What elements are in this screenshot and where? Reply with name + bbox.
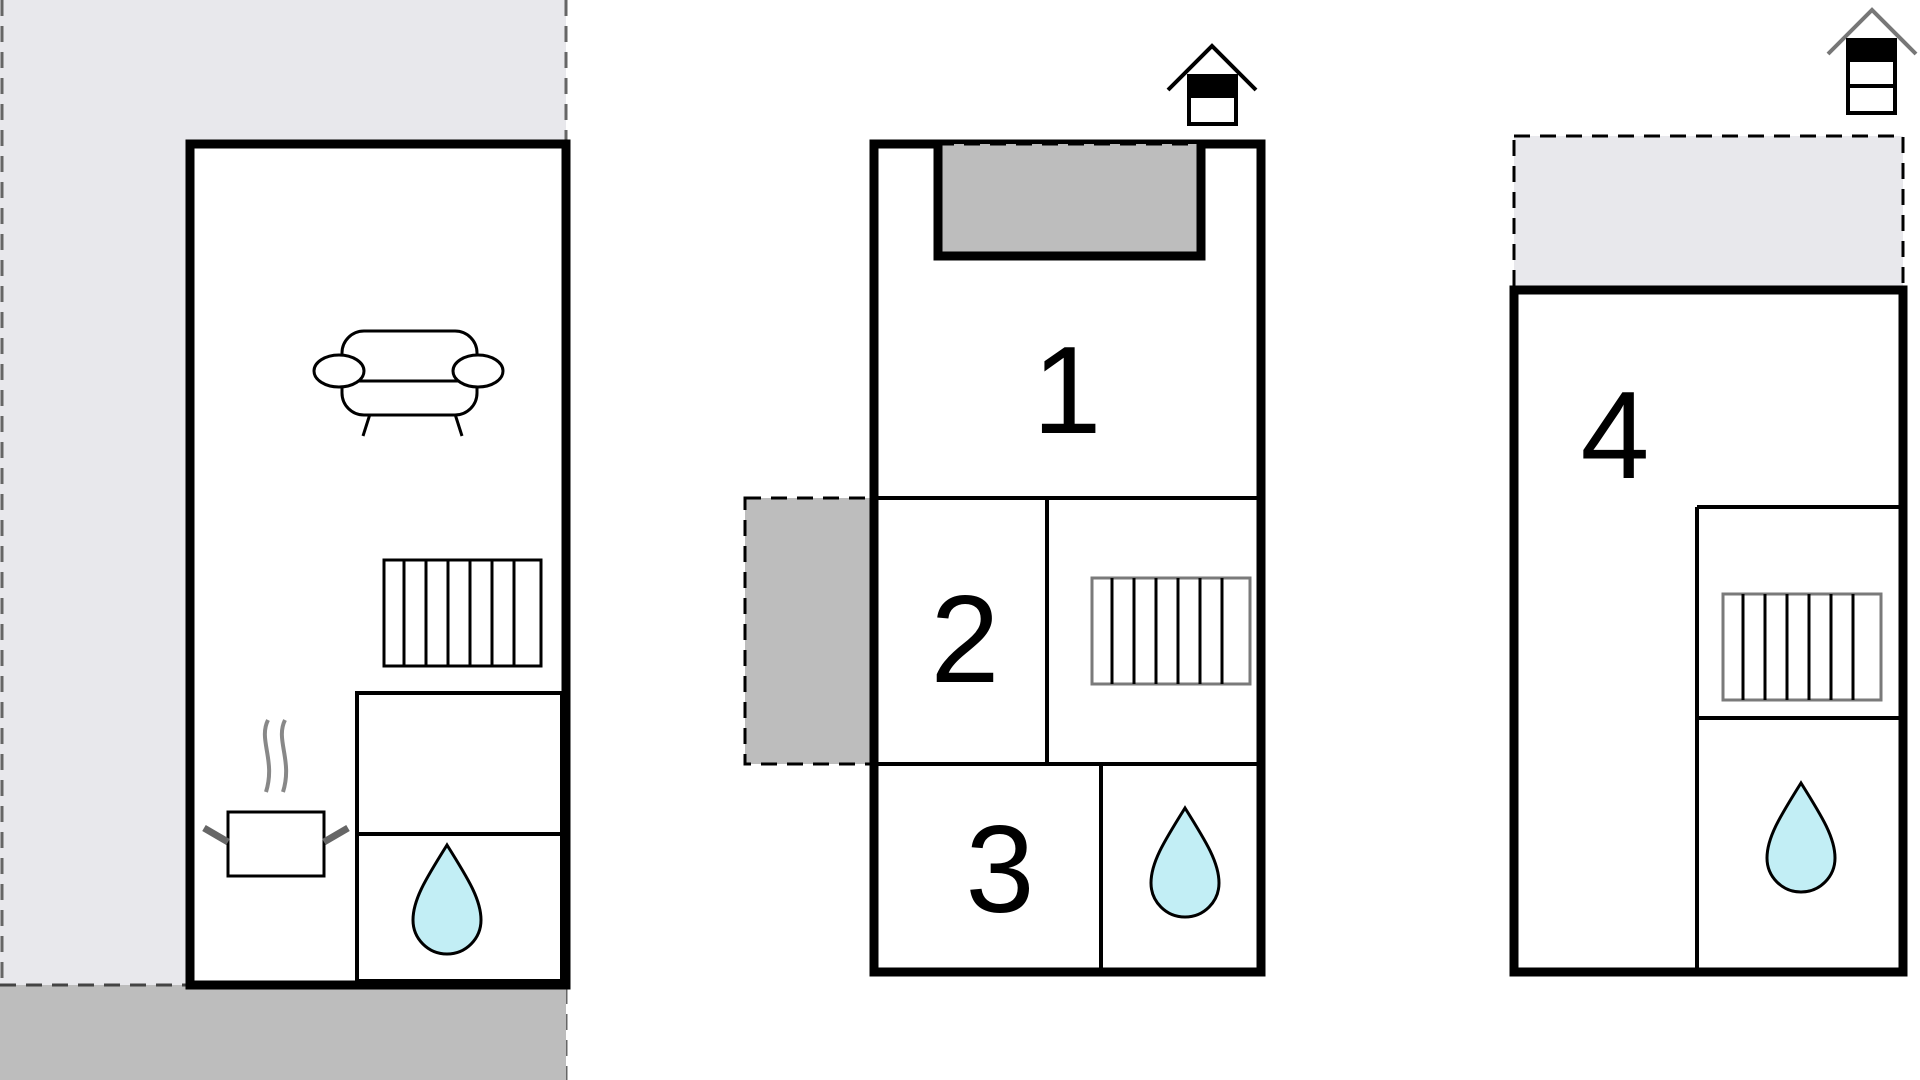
water-drop-icon (411, 842, 483, 956)
radiator-icon (382, 558, 543, 668)
balcony (743, 496, 877, 766)
floor-plan-first: 1 2 3 (743, 43, 1266, 977)
sofa-icon (312, 329, 505, 437)
cooking-pot-icon (202, 719, 350, 878)
terrace (0, 985, 566, 1080)
water-drop-icon (1149, 805, 1221, 919)
radiator-icon (1090, 576, 1252, 686)
water-drop-icon (1765, 780, 1837, 894)
floor-plan-second: 4 (1509, 7, 1918, 977)
radiator-icon (1721, 592, 1883, 702)
roof-area (1512, 134, 1905, 292)
floor-plan-ground (0, 0, 571, 1080)
room-label-1: 1 (1033, 322, 1102, 460)
room-label-2: 2 (931, 571, 1000, 709)
utility-room (355, 691, 564, 983)
house-floor-indicator-icon (1826, 7, 1918, 115)
stair-void (933, 144, 1206, 261)
room-label-3: 3 (966, 801, 1035, 939)
room-label-4: 4 (1581, 367, 1650, 505)
house-floor-indicator-icon (1166, 43, 1258, 126)
